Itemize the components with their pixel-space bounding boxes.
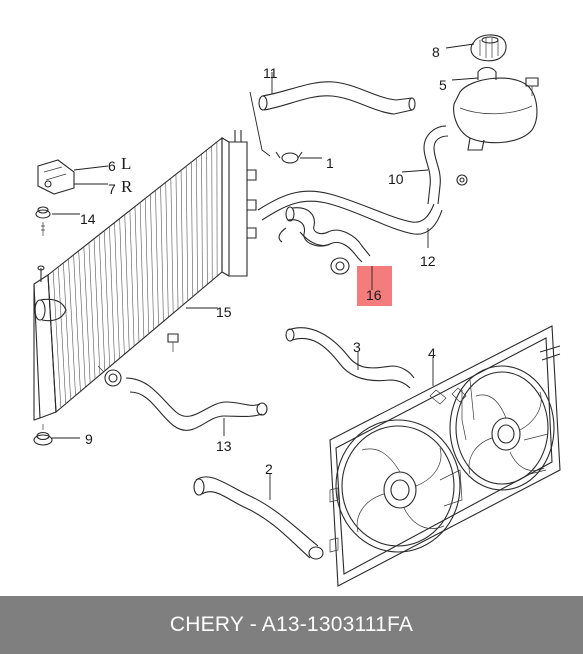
radiator-fin — [155, 190, 159, 326]
radiator-fin — [129, 210, 135, 347]
tank-5-drawing — [453, 66, 539, 151]
radiator-fin — [52, 270, 62, 408]
radiator-fin — [139, 202, 145, 338]
leader-lines — [52, 43, 479, 500]
radiator-fin — [73, 254, 81, 392]
radiator-fin — [150, 194, 154, 330]
grommet-14-drawing — [35, 206, 51, 236]
radiator-fin — [201, 154, 203, 289]
label-part-8: 8 — [432, 44, 440, 60]
label-part-10: 10 — [388, 171, 404, 187]
footer-part-number: CHERY - A13-1303111FA — [169, 613, 414, 636]
radiator-fin — [57, 266, 67, 404]
label-part-6: 6 — [108, 158, 116, 174]
radiator-fin — [93, 238, 101, 375]
radiator-fin — [185, 166, 189, 301]
grommet-9-drawing — [33, 424, 53, 446]
hose-12-drawing — [257, 190, 443, 235]
bolt-drawing — [167, 333, 179, 352]
label-part-2: 2 — [265, 461, 273, 477]
part-16-highlight — [357, 266, 392, 306]
radiator-fin — [134, 206, 140, 343]
footer-bar: CHERY - A13-1303111FA — [0, 596, 583, 654]
label-part-4: 4 — [428, 345, 436, 361]
radiator-drawing — [33, 130, 257, 421]
radiator-fin — [98, 234, 106, 371]
label-part-3: 3 — [353, 339, 361, 355]
label-part-12: 12 — [420, 253, 436, 269]
label-part-7-side: R — [121, 177, 133, 196]
label-part-11: 11 — [263, 65, 278, 81]
radiator-fin — [196, 158, 198, 293]
hose-13-drawing — [125, 377, 268, 431]
radiator-fin — [180, 170, 184, 305]
radiator-fin — [119, 218, 125, 355]
label-part-15: 15 — [216, 304, 232, 320]
radiator-fin — [190, 162, 194, 297]
clamp-1-drawing — [275, 151, 303, 164]
clamp-lower-drawing — [97, 365, 122, 387]
label-part-13: 13 — [216, 438, 232, 454]
label-part-1: 1 — [326, 155, 334, 171]
label-part-9: 9 — [85, 431, 93, 447]
radiator-fin — [165, 182, 169, 318]
cap-8-drawing — [470, 34, 507, 62]
radiator-fin — [114, 222, 120, 359]
bracket-drawing — [37, 159, 75, 195]
radiator-fin — [109, 226, 115, 363]
radiator-fin — [83, 246, 91, 384]
radiator-fin — [78, 250, 86, 388]
radiator-fin — [124, 214, 130, 351]
radiator-fin — [103, 230, 111, 367]
fan-shroud-4-drawing — [329, 325, 561, 587]
hose-3-drawing — [285, 327, 415, 389]
hose-11-drawing — [258, 81, 416, 115]
radiator-fin — [175, 174, 179, 310]
label-part-14: 14 — [80, 211, 96, 227]
hose-16-drawing — [278, 206, 371, 275]
radiator-fin — [63, 262, 71, 400]
radiator-fin — [206, 150, 208, 285]
label-part-7: 7 — [108, 181, 116, 197]
radiator-fin — [160, 186, 164, 322]
radiator-fin — [144, 198, 150, 334]
hose-2-drawing — [193, 476, 324, 560]
label-part-16: 16 — [366, 287, 382, 303]
exploded-parts-diagram: 1 2 3 4 5 6 L 7 R 8 9 10 11 12 13 14 15 … — [33, 34, 561, 587]
radiator-fin — [68, 258, 76, 396]
part-labels: 1 2 3 4 5 6 L 7 R 8 9 10 11 12 13 14 15 … — [80, 44, 447, 477]
radiator-fin — [88, 242, 96, 380]
label-part-6-side: L — [121, 154, 131, 173]
radiator-fin — [170, 178, 174, 314]
hose-10-drawing — [423, 125, 468, 205]
label-part-5: 5 — [439, 77, 447, 93]
